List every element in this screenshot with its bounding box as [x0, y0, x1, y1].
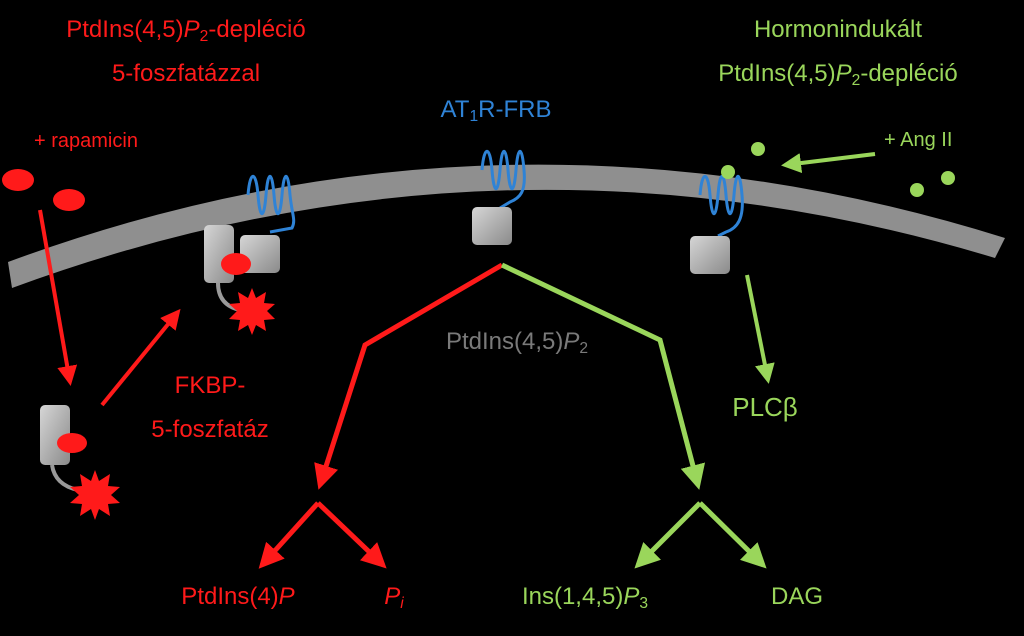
- red-branch-right: [316, 501, 387, 569]
- rapamycin-label: + rapamicin: [34, 130, 138, 152]
- dag-label: DAG: [770, 583, 824, 610]
- phosphatase-star-free: [70, 470, 120, 520]
- receptor-helix-center: [480, 149, 526, 210]
- rapamycin-dot-1: [2, 169, 34, 191]
- pip2-label: PtdIns(4,5)P2: [445, 328, 589, 357]
- receptor-helix-right: [698, 174, 744, 238]
- rapamycin-bound: [221, 253, 251, 275]
- arrow-fkbp-up: [100, 308, 181, 407]
- left-title-line1: PtdIns(4,5)P2-depléció: [66, 16, 306, 45]
- pi4p-label: PtdIns(4)P: [181, 583, 295, 610]
- red-branch-main: [314, 262, 504, 490]
- ang2-label: + Ang II: [884, 129, 953, 151]
- receptor-label: AT1R-FRB: [440, 96, 552, 125]
- rapamycin-dot-2: [53, 189, 85, 211]
- ip3-label: Ins(1,4,5)P3: [521, 583, 649, 612]
- fkbp-label-line1: FKBP-: [174, 372, 246, 399]
- green-branch-left: [634, 501, 702, 569]
- green-branch-right: [698, 501, 767, 569]
- right-title-line2: PtdIns(4,5)P2-depléció: [718, 60, 958, 89]
- receptor-helix-left: [246, 174, 296, 234]
- right-title-line1: Hormonindukált: [753, 16, 923, 43]
- free-fkbp-phosphatase: [40, 405, 120, 520]
- receptor-right: [690, 174, 744, 274]
- arrow-plc: [745, 274, 775, 384]
- rapamycin-on-free: [57, 433, 87, 453]
- left-title-line2: 5-foszfatázzal: [111, 60, 261, 87]
- receptor-center: [472, 149, 526, 245]
- ang2-dot-1: [751, 142, 765, 156]
- receptor-left: [204, 174, 296, 335]
- pi-label: Pi: [384, 583, 404, 612]
- fkbp-box-left: [204, 225, 234, 283]
- red-branch-left: [258, 501, 320, 569]
- ang2-dot-4: [910, 183, 924, 197]
- ang2-dot-3: [941, 171, 955, 185]
- arrow-ang2: [781, 152, 876, 173]
- fkbp-label-line2: 5-foszfatáz: [151, 416, 269, 443]
- arrow-rapamycin-down: [38, 209, 78, 386]
- green-branch-main: [500, 262, 706, 490]
- linker-free: [50, 464, 79, 492]
- frb-box-center: [472, 207, 512, 245]
- ang2-dot-2: [721, 165, 735, 179]
- phosphatase-star-left: [229, 288, 275, 335]
- frb-box-right: [690, 236, 730, 274]
- plc-label: PLCβ: [732, 392, 798, 422]
